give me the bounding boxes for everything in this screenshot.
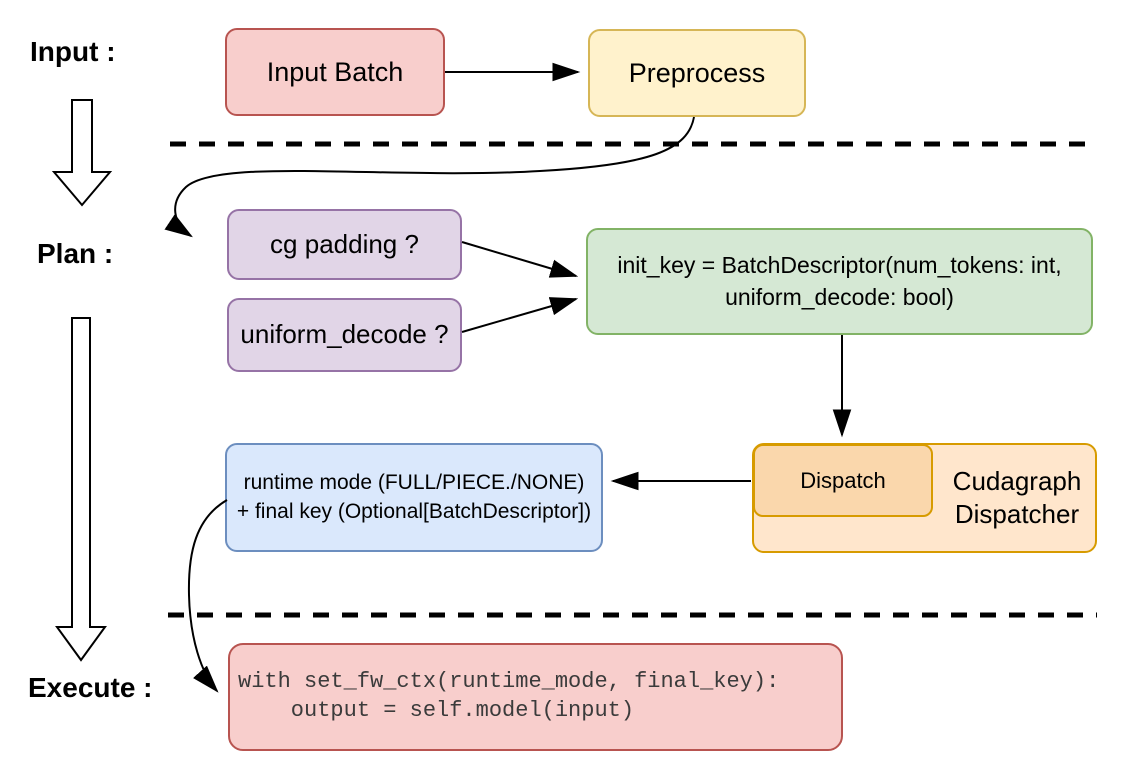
uniform-decode-label: uniform_decode ? <box>240 319 449 350</box>
runtime-mode-line2: + final key (Optional[BatchDescriptor]) <box>236 499 592 523</box>
section-label-input: Input : <box>30 36 116 67</box>
node-init-key: init_key = BatchDescriptor(num_tokens: i… <box>586 228 1093 335</box>
preprocess-label: Preprocess <box>628 57 766 88</box>
node-uniform-decode: uniform_decode ? <box>227 298 462 372</box>
section-label-plan: Plan : <box>37 238 114 269</box>
dispatch-label: Dispatch <box>800 467 886 493</box>
node-runtime-mode: runtime mode (FULL/PIECE./NONE) + final … <box>225 443 603 552</box>
execute-code-line1: with set_fw_ctx(runtime_mode, final_key)… <box>238 669 780 695</box>
node-preprocess: Preprocess <box>588 29 806 117</box>
node-input-batch: Input Batch <box>225 28 445 116</box>
node-dispatch: Dispatch <box>753 444 933 517</box>
node-execute-code: with set_fw_ctx(runtime_mode, final_key)… <box>228 643 843 751</box>
cudagraph-line2: Dispatcher <box>954 499 1080 529</box>
runtime-mode-line1: runtime mode (FULL/PIECE./NONE) <box>243 471 585 495</box>
execute-code-line2: output = self.model(input) <box>238 698 635 723</box>
node-cg-padding: cg padding ? <box>227 209 462 280</box>
cudagraph-line1: Cudagraph <box>952 465 1082 496</box>
input-batch-label: Input Batch <box>266 56 404 87</box>
cg-padding-label: cg padding ? <box>270 228 419 259</box>
init-key-line2: uniform_decode: bool) <box>725 283 954 310</box>
init-key-line1: init_key = BatchDescriptor(num_tokens: i… <box>617 252 1062 279</box>
cudagraph-dispatcher-label: Cudagraph Dispatcher <box>938 445 1096 551</box>
section-label-execute: Execute : <box>28 672 153 703</box>
